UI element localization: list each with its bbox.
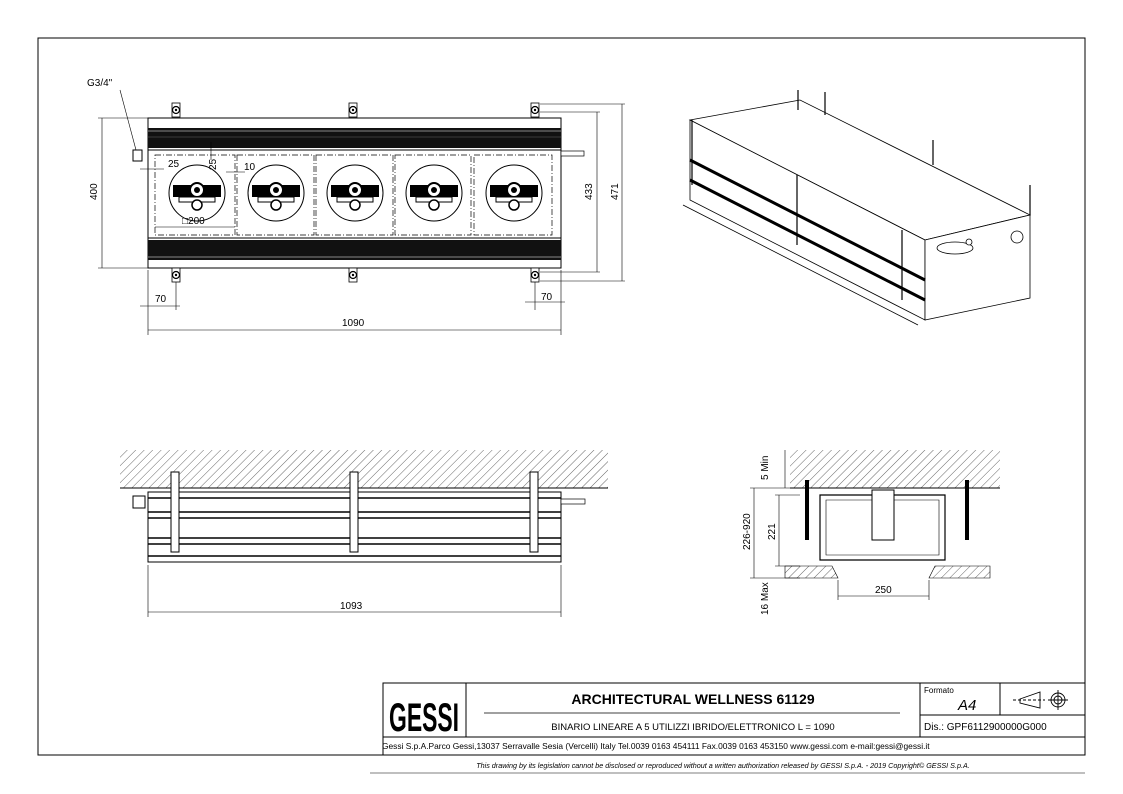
- dim-250: 250: [875, 585, 892, 596]
- dim-10: 10: [244, 162, 256, 173]
- section-view: 5 Min 226-920 221 250 16 Max: [742, 450, 1000, 615]
- dim-471: 471: [610, 183, 621, 200]
- dim-25-top: 25: [208, 158, 219, 170]
- thread-label: G3/4": [87, 78, 113, 89]
- drawing-number: Dis.: GPF6112900000G000: [924, 722, 1047, 733]
- company-address: Gessi S.p.A.Parco Gessi,13037 Serravalle…: [382, 741, 930, 751]
- dim-400: 400: [89, 183, 100, 200]
- gessi-logo: GESSI: [389, 696, 459, 740]
- dim-70-left: 70: [155, 294, 167, 305]
- svg-text:GESSI: GESSI: [389, 696, 459, 740]
- copyright-notice: This drawing by its legislation cannot b…: [476, 761, 970, 770]
- dim-70-right: 70: [541, 292, 553, 303]
- dim-200: □200: [182, 216, 205, 227]
- dim-1093: 1093: [340, 601, 363, 612]
- dim-221: 221: [767, 523, 778, 540]
- dim-5-min: 5 Min: [760, 456, 771, 480]
- projection-symbol-icon: [1013, 690, 1068, 710]
- dim-1090: 1090: [342, 318, 365, 329]
- title-block-grid: [370, 682, 1086, 774]
- top-view: G3/4" 400 433 471 1090 70 70 25 25 10 □2…: [87, 78, 625, 335]
- isometric-view: [682, 90, 1032, 326]
- drawing-subtitle: BINARIO LINEARE A 5 UTILIZZI IBRIDO/ELET…: [551, 722, 834, 733]
- side-view: 1093: [120, 450, 608, 617]
- dim-16-max: 16 Max: [760, 582, 771, 615]
- drawing-title: ARCHITECTURAL WELLNESS 61129: [571, 691, 814, 707]
- dim-25-side: 25: [168, 159, 180, 170]
- format-value: A4: [957, 697, 976, 714]
- format-label: Formato: [924, 686, 954, 695]
- dim-433: 433: [584, 183, 595, 200]
- dim-226-920: 226-920: [742, 513, 753, 550]
